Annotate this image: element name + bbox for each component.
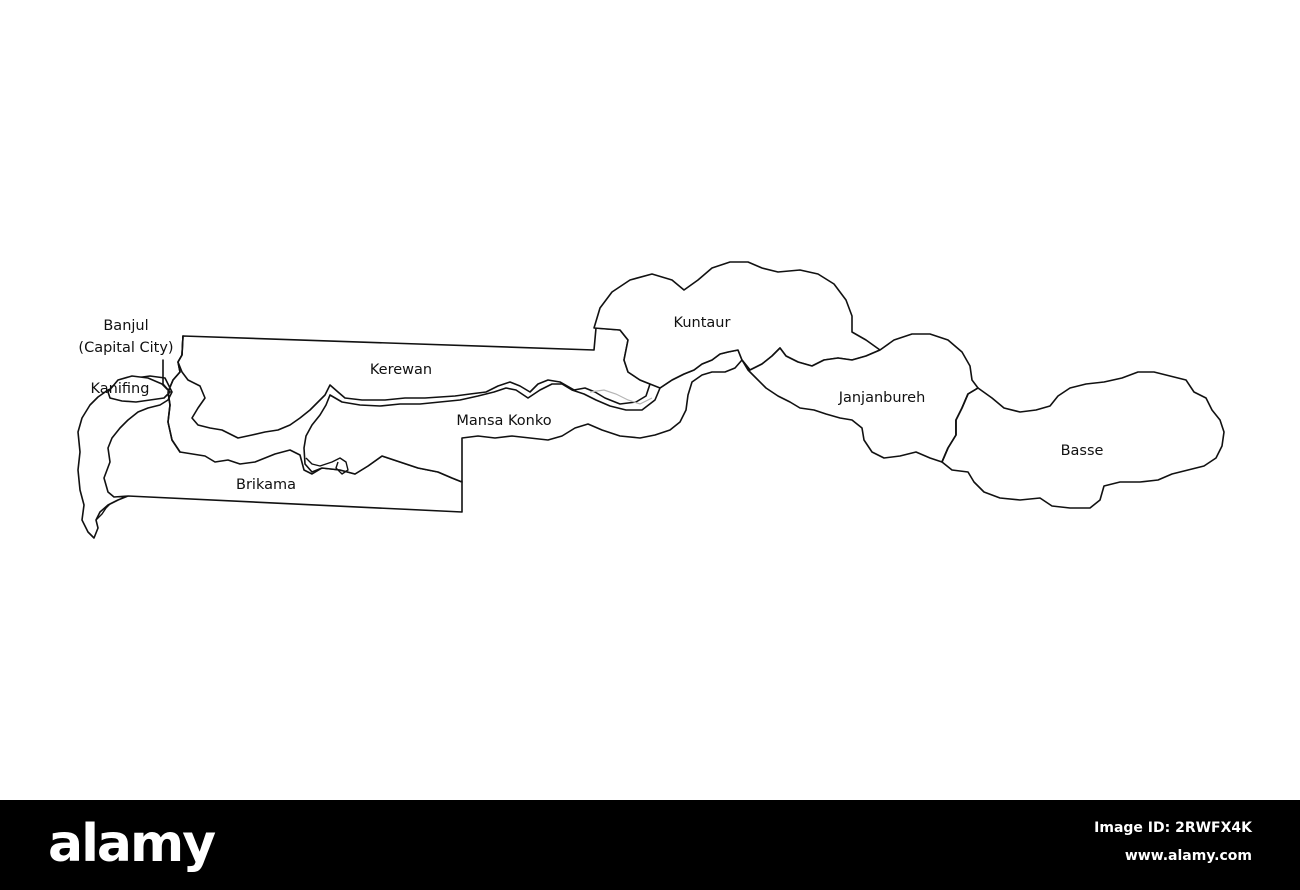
gambia-map: Banjul (Capital City) Kanifing Kerewan K… bbox=[77, 261, 1225, 539]
label-kuntaur: Kuntaur bbox=[674, 315, 731, 331]
border-janjanbureh-basse bbox=[941, 387, 979, 463]
river-gambia bbox=[305, 457, 349, 475]
brand-logo[interactable]: alamy bbox=[48, 814, 216, 874]
border-brikama-line bbox=[167, 335, 184, 453]
coast-detail bbox=[95, 499, 119, 521]
region-mansa-konko[interactable] bbox=[303, 349, 743, 483]
label-kanifing: Kanifing bbox=[91, 381, 150, 397]
river-faint-section bbox=[589, 389, 653, 405]
label-mansa-konko: Mansa Konko bbox=[456, 413, 551, 429]
region-kanifing[interactable] bbox=[107, 375, 171, 403]
label-janjanbureh: Janjanbureh bbox=[838, 390, 926, 406]
label-banjul: Banjul bbox=[103, 318, 148, 334]
region-basse[interactable] bbox=[941, 371, 1225, 509]
label-basse: Basse bbox=[1061, 443, 1104, 459]
label-kerewan: Kerewan bbox=[370, 362, 432, 378]
label-brikama: Brikama bbox=[236, 477, 296, 493]
border-banjul-pointer bbox=[162, 359, 171, 393]
label-banjul-note: (Capital City) bbox=[78, 340, 173, 356]
site-url-link[interactable]: www.alamy.com bbox=[1124, 848, 1252, 864]
stock-footer-bar: alamy Image ID: 2RWFX4K www.alamy.com bbox=[0, 800, 1300, 890]
region-kerewan[interactable] bbox=[177, 327, 651, 439]
image-id-text: Image ID: 2RWFX4K bbox=[1094, 820, 1252, 836]
